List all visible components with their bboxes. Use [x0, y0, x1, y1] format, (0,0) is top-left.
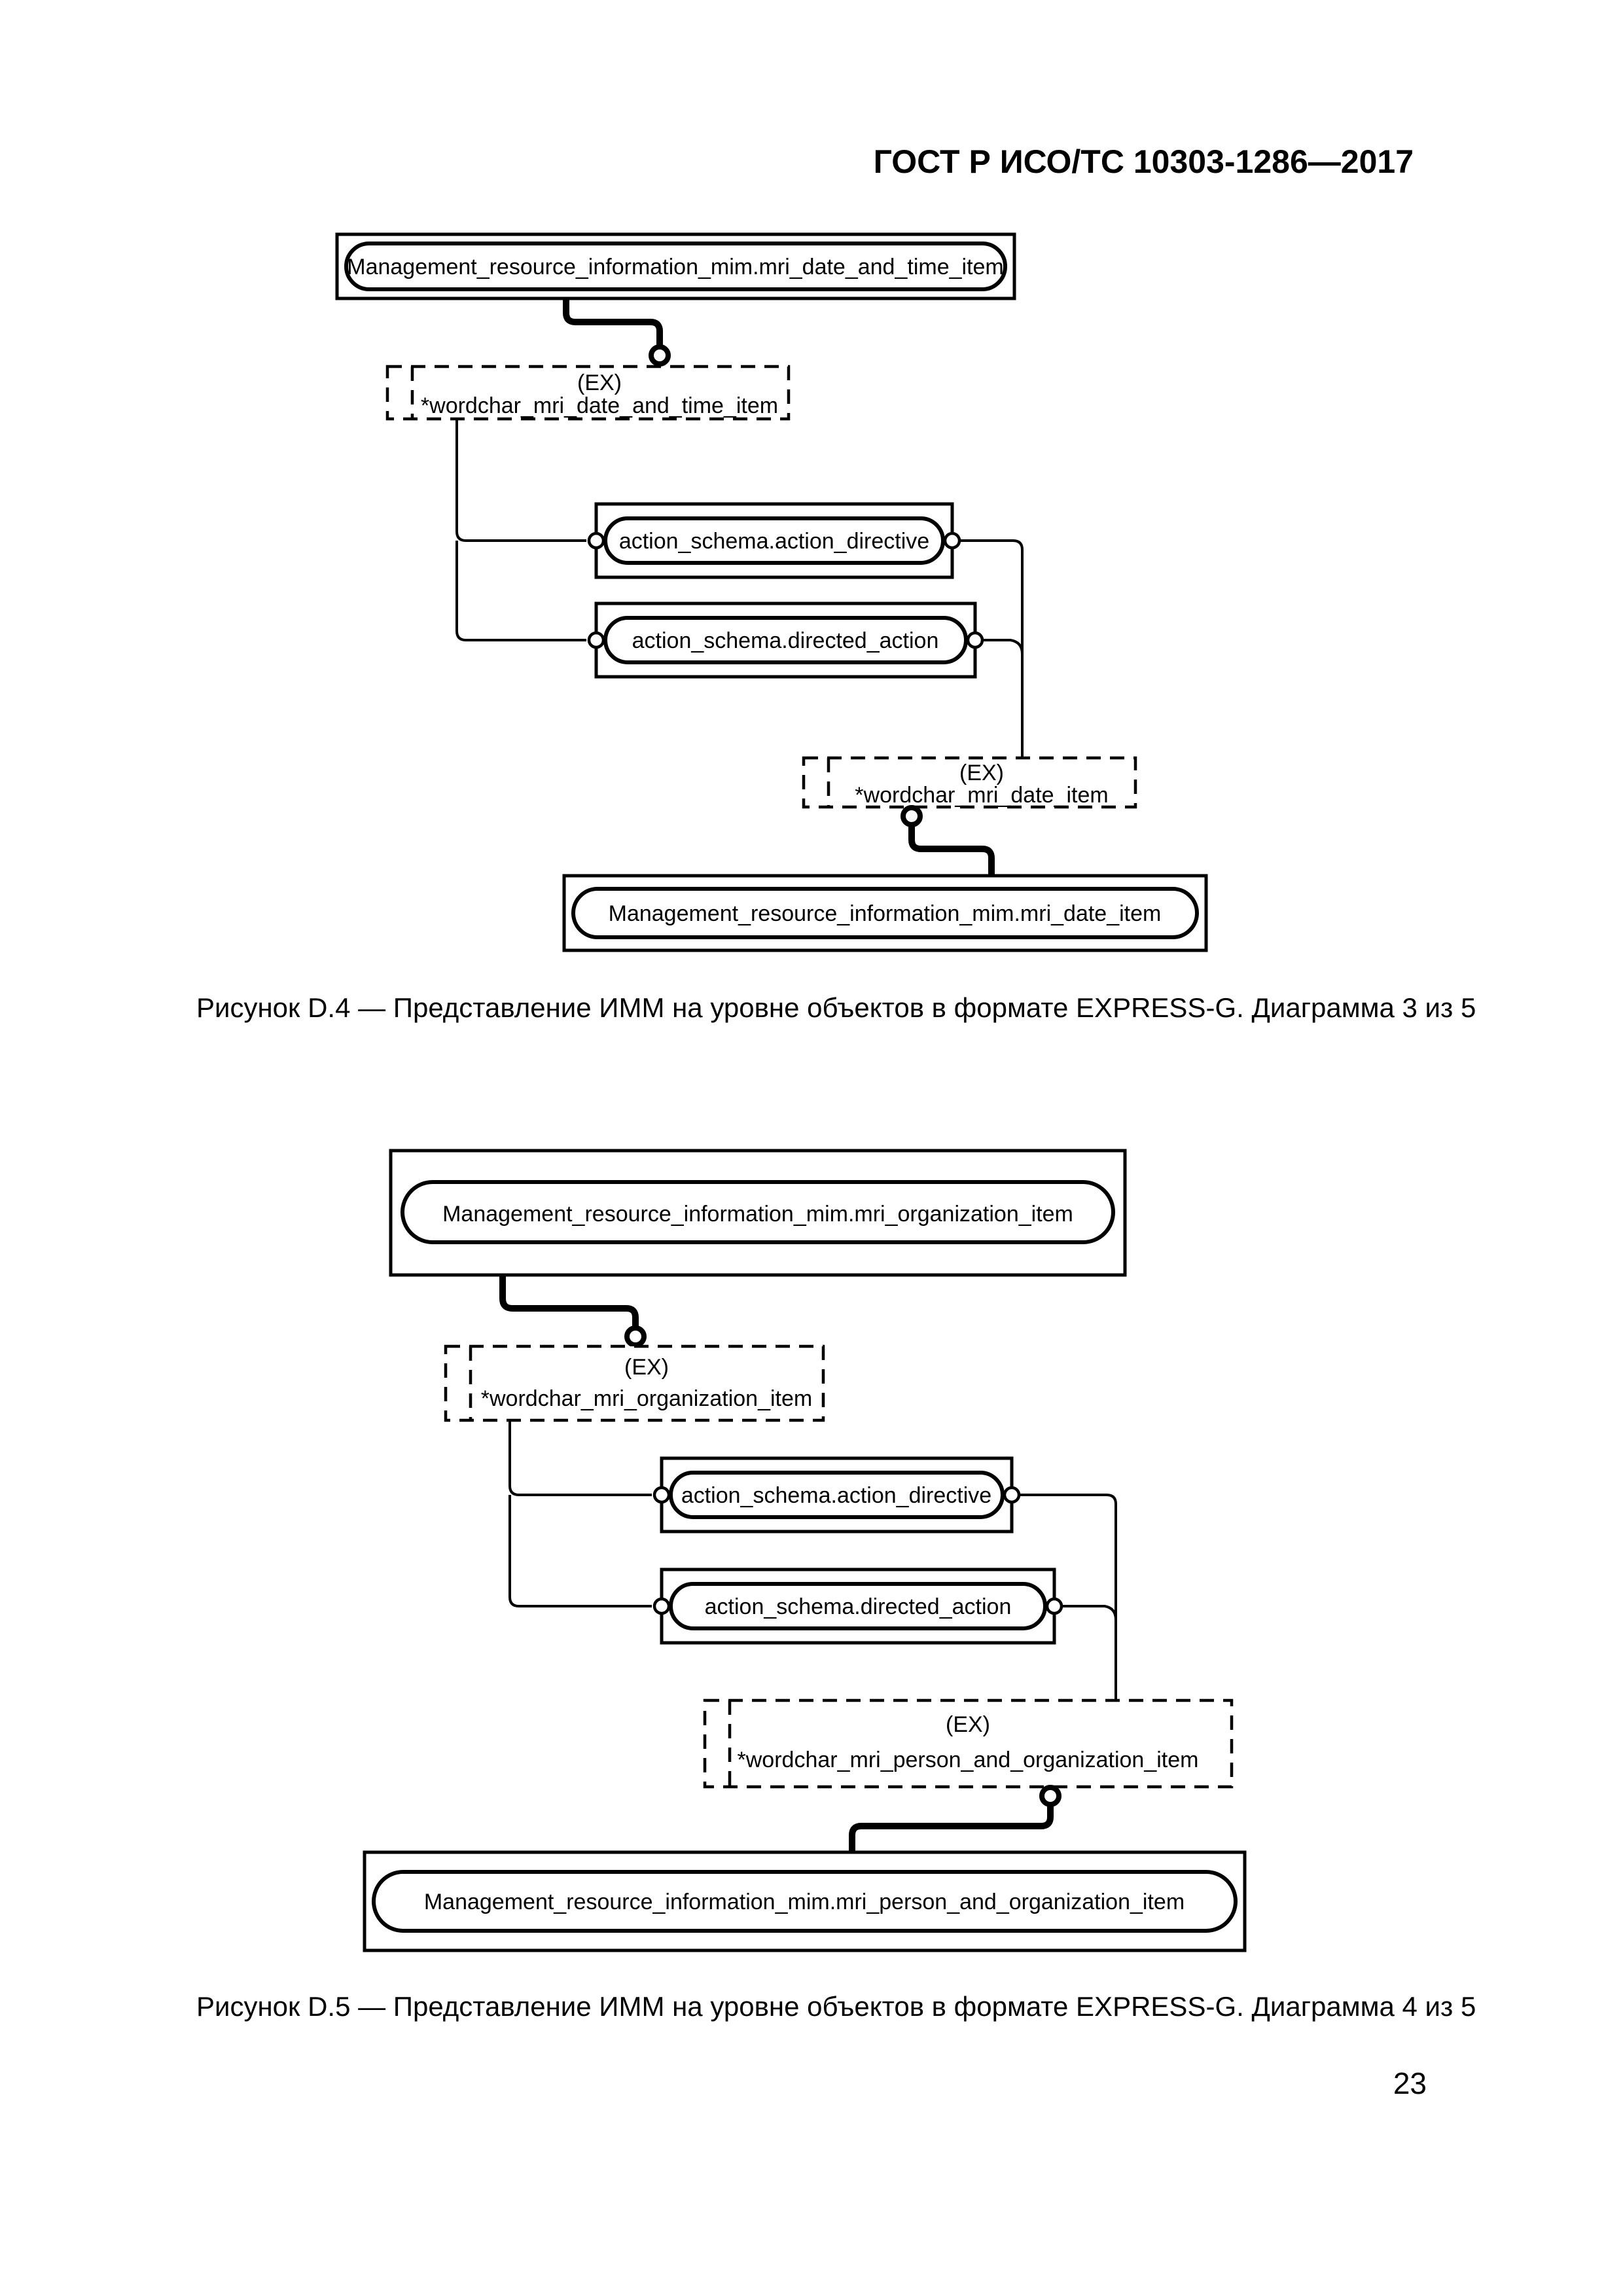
figure-d4-diagram: Management_resource_information_mim.mri_… [335, 232, 1208, 952]
page-number: 23 [1393, 2066, 1427, 2100]
node-ex-wordchar-mri-date-item: (EX) *wordchar_mri_date_item [802, 756, 1137, 809]
entity-stadium [669, 1471, 1005, 1519]
connector-thick [908, 825, 995, 876]
connector-thick [499, 1275, 639, 1327]
entity-label: Management_resource_information_mim.mri_… [347, 255, 1004, 279]
interschema-ref-box [802, 756, 1137, 809]
node-mri-organization-item: Management_resource_information_mim.mri_… [389, 1149, 1127, 1277]
connector-thin [508, 1420, 652, 1496]
ex-label: (EX) [959, 761, 1004, 785]
node-action-directive: action_schema.action_directive [594, 502, 954, 579]
connector-circle-left [652, 1486, 671, 1504]
entity-label: Management_resource_information_mim.mri_… [442, 1202, 1073, 1227]
connector-thin [1019, 1494, 1117, 1700]
connector-thick [563, 298, 663, 346]
connector-circle-left [587, 631, 605, 649]
ref-label: *wordchar_mri_date_item [855, 783, 1108, 808]
interschema-ref-box [385, 365, 791, 421]
node-mri-person-and-organization-item: Management_resource_information_mim.mri_… [363, 1850, 1247, 1952]
figure-d5-diagram: Management_resource_information_mim.mri_… [363, 1149, 1247, 1952]
ref-label: *wordchar_mri_person_and_organization_it… [738, 1748, 1199, 1772]
ex-label: (EX) [577, 370, 622, 395]
ref-label: *wordchar_mri_date_and_time_item [421, 393, 778, 418]
entity-stadium [603, 516, 945, 565]
connector-circle-left [652, 1597, 671, 1615]
ex-label: (EX) [624, 1355, 669, 1380]
connector-thin [982, 639, 1024, 655]
entity-stadium [344, 242, 1007, 291]
node-mri-date-and-time-item: Management_resource_information_mim.mri_… [335, 232, 1016, 300]
ex-label: (EX) [946, 1712, 990, 1737]
connector-circle-right [1003, 1486, 1021, 1504]
node-directed-action: action_schema.directed_action [594, 601, 977, 679]
figure-d4-caption: Рисунок D.4 — Представление ИММ на уровн… [196, 992, 1476, 1023]
entity-label: action_schema.directed_action [632, 628, 939, 653]
connector-circle-right [1045, 1597, 1063, 1615]
node-ex-wordchar-mri-date-and-time-item: (EX) *wordchar_mri_date_and_time_item [385, 365, 791, 421]
connector-circle-end [624, 1325, 647, 1348]
connector-circle-end [901, 805, 923, 827]
interschema-ref-box [703, 1698, 1234, 1789]
document-header: ГОСТ Р ИСО/ТС 10303-1286—2017 [873, 143, 1414, 180]
connector-thin [455, 419, 586, 542]
entity-stadium [603, 616, 968, 664]
node-ex-wordchar-mri-organization-item: (EX) *wordchar_mri_organization_item [444, 1344, 825, 1422]
connector-thin [508, 1495, 652, 1607]
entity-label: action_schema.action_directive [681, 1483, 991, 1508]
entity-stadium [401, 1180, 1115, 1244]
entity-label: action_schema.directed_action [705, 1594, 1012, 1619]
connector-circle-end [649, 344, 671, 367]
entity-stadium [571, 887, 1199, 939]
interschema-ref-box [444, 1344, 825, 1422]
entity-label: action_schema.action_directive [619, 529, 929, 554]
connector-circle-end [1039, 1785, 1061, 1807]
connector-thin [455, 541, 586, 641]
entity-label: Management_resource_information_mim.mri_… [424, 1890, 1185, 1914]
entity-label: Management_resource_information_mim.mri_… [609, 901, 1162, 926]
connector-thin [1061, 1605, 1117, 1621]
connector-circle-left [587, 531, 605, 550]
node-action-directive: action_schema.action_directive [660, 1456, 1014, 1534]
connector-thick [849, 1804, 1054, 1852]
node-directed-action: action_schema.directed_action [660, 1568, 1056, 1645]
node-ex-wordchar-mri-person-and-organization-item: (EX) *wordchar_mri_person_and_organizati… [703, 1698, 1234, 1789]
entity-stadium [372, 1870, 1238, 1933]
connector-circle-right [966, 631, 984, 649]
connector-circle-right [943, 531, 961, 550]
figure-d5-caption: Рисунок D.5 — Представление ИММ на уровн… [196, 1991, 1476, 2022]
entity-stadium [669, 1582, 1047, 1630]
connector-thin [959, 539, 1024, 758]
ref-label: *wordchar_mri_organization_item [481, 1386, 812, 1411]
node-mri-date-item: Management_resource_information_mim.mri_… [562, 874, 1208, 952]
